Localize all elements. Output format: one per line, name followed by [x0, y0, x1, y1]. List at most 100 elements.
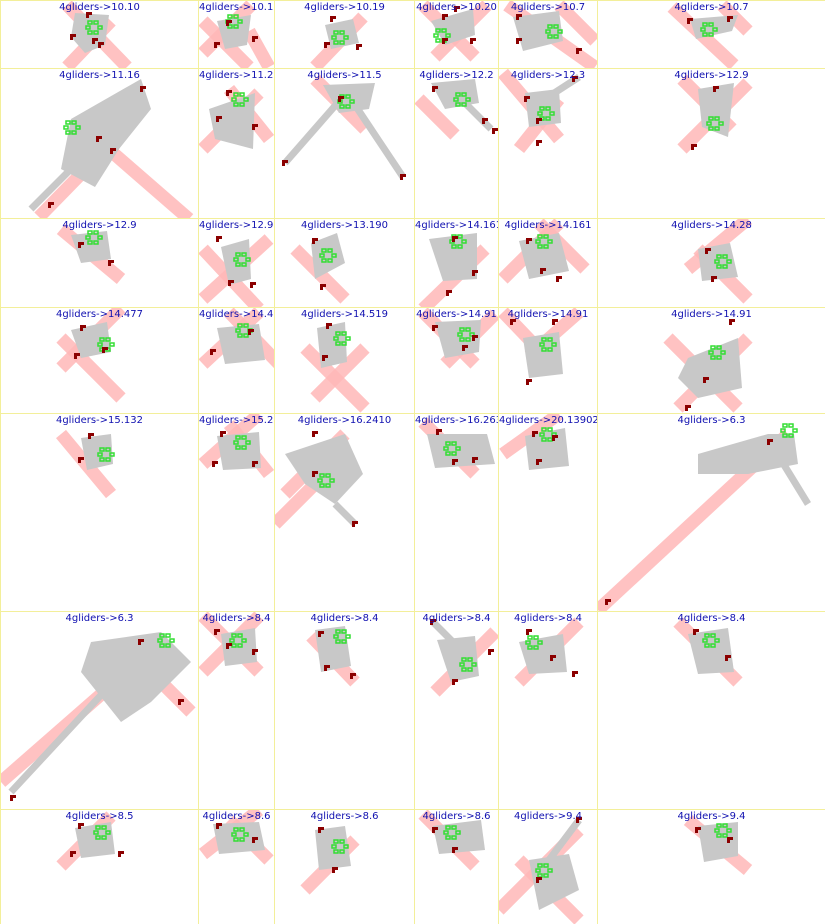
result-object [235, 323, 253, 338]
pattern-canvas [683, 219, 753, 304]
glider [214, 42, 220, 48]
result-cell: 4gliders->8.6 [274, 809, 415, 924]
pattern-canvas [415, 79, 498, 140]
glider [605, 599, 611, 605]
result-object [333, 629, 351, 644]
glider [78, 242, 84, 248]
result-cell: 4gliders->20.13902 [498, 413, 598, 612]
glider [252, 124, 258, 130]
result-cell: 4gliders->6.3 [0, 611, 199, 810]
pattern-canvas [56, 811, 124, 871]
result-cell: 4gliders->10.19 [198, 0, 275, 69]
debris-trail [282, 96, 344, 166]
glider [727, 837, 733, 843]
reaction-envelope [529, 854, 579, 910]
result-object [331, 30, 349, 45]
result-cell: 4gliders->14.477 [0, 307, 199, 414]
pattern-canvas [300, 826, 360, 895]
pattern-canvas [199, 414, 274, 479]
result-cell: 4gliders->14.161 [414, 218, 499, 308]
pattern-canvas [430, 619, 498, 697]
glider [727, 16, 733, 22]
glider [78, 823, 84, 829]
glider [118, 851, 124, 857]
pattern-canvas [418, 233, 490, 307]
result-object [702, 633, 720, 648]
glider [576, 817, 582, 823]
result-object [780, 423, 798, 438]
result-cell: 4gliders->8.6 [414, 809, 499, 924]
pattern-canvas [56, 308, 126, 403]
reaction-envelope [221, 239, 251, 285]
result-cell: 4gliders->15.200 [198, 413, 275, 612]
result-object [333, 331, 351, 346]
glider [330, 16, 336, 22]
result-cell: 4gliders->10.20 [414, 0, 499, 69]
glider [442, 14, 448, 20]
glider [767, 439, 773, 445]
glider [472, 457, 478, 463]
glider [332, 867, 338, 873]
glider [462, 345, 468, 351]
reaction-envelope [688, 628, 734, 674]
result-object [233, 435, 251, 450]
pattern-canvas [275, 429, 363, 529]
result-cell: 4gliders->6.3 [597, 413, 825, 612]
glider [687, 18, 693, 24]
pattern-canvas [683, 815, 753, 875]
result-cell: 4gliders->8.4 [198, 611, 275, 810]
glider [226, 20, 232, 26]
glider-lane [415, 94, 460, 140]
glider [70, 34, 76, 40]
pattern-canvas [199, 1, 274, 68]
glider [703, 377, 709, 383]
glider [695, 827, 701, 833]
glider [80, 325, 86, 331]
result-cell: 4gliders->14.91 [498, 307, 598, 414]
debris-trail [28, 166, 74, 212]
debris-trail [546, 817, 582, 863]
result-object [535, 863, 553, 878]
glider-lane [56, 333, 126, 403]
pattern-canvas [418, 810, 485, 871]
result-object [93, 825, 111, 840]
glider [318, 827, 324, 833]
glider [693, 629, 699, 635]
glider [98, 42, 104, 48]
glider [552, 435, 558, 441]
glider [472, 270, 478, 276]
result-object [443, 825, 461, 840]
glider [138, 639, 144, 645]
glider [576, 48, 582, 54]
glider [252, 649, 258, 655]
glider [216, 823, 222, 829]
result-cell: 4gliders->10.7 [498, 0, 598, 69]
glider [226, 90, 232, 96]
pattern-canvas [199, 308, 274, 369]
glider [452, 679, 458, 685]
glider [526, 629, 532, 635]
glider [252, 36, 258, 42]
glider [552, 319, 558, 325]
glider [212, 461, 218, 467]
glider [725, 655, 731, 661]
result-cell: 4gliders->11.5 [274, 68, 415, 219]
glider [250, 282, 256, 288]
reaction-envelope [427, 434, 495, 468]
result-cell: 4gliders->14.91 [597, 307, 825, 414]
debris-trail [348, 97, 406, 179]
reaction-envelope [678, 338, 742, 398]
result-cell: 4gliders->8.5 [0, 809, 199, 924]
glider [88, 433, 94, 439]
result-object [700, 22, 718, 37]
result-cell: 4gliders->13.190 [274, 218, 415, 308]
pattern-canvas [514, 617, 584, 687]
result-object [459, 657, 477, 672]
glider [312, 471, 318, 477]
glider-lane [554, 1, 597, 46]
glider [320, 284, 326, 290]
glider [210, 349, 216, 355]
pattern-canvas [199, 84, 274, 154]
glider [452, 236, 458, 242]
result-cell: 4gliders->14.519 [274, 307, 415, 414]
